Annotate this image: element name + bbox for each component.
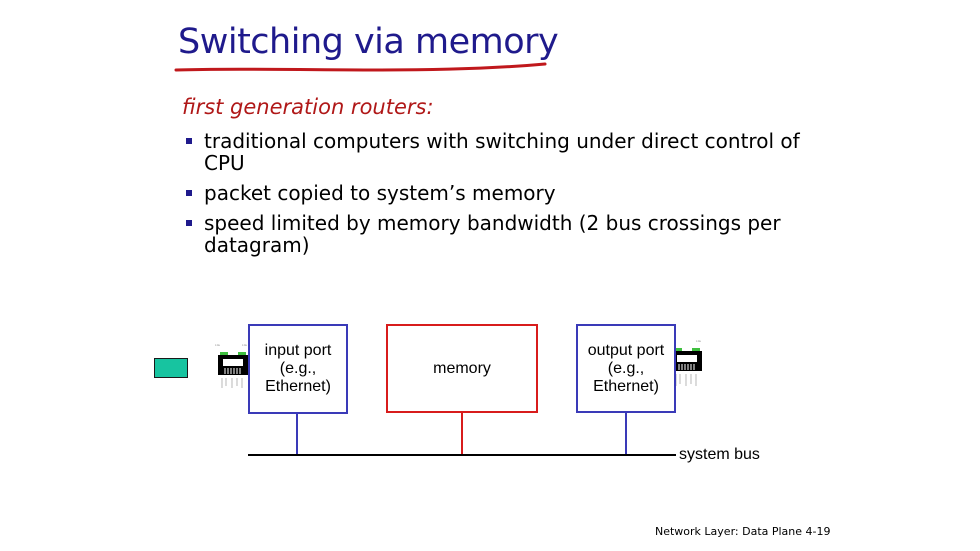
ethernet-jack-icon: r.rs r.rs (215, 343, 248, 388)
output-port-label: output port (e.g., Ethernet) (587, 341, 665, 395)
slide-footer: Network Layer: Data Plane 4-19 (655, 525, 831, 538)
bullet-square-icon (186, 220, 192, 226)
bullet-item: traditional computers with switching und… (186, 130, 806, 174)
bullet-text: speed limited by memory bandwidth (2 bus… (204, 211, 781, 257)
system-bus-label: system bus (679, 446, 760, 463)
memory-box: memory (386, 324, 538, 413)
output-port-box: output port (e.g., Ethernet) (576, 324, 676, 413)
svg-text:r.rs: r.rs (696, 339, 701, 343)
input-port-label: input port (e.g., Ethernet) (264, 342, 332, 395)
bullet-item: packet copied to system’s memory (186, 182, 806, 204)
ethernet-jack-icon: r.rs r.rs (669, 339, 702, 386)
bullet-item: speed limited by memory bandwidth (2 bus… (186, 212, 806, 256)
slide-subtitle: first generation routers: (182, 95, 434, 119)
bullet-list: traditional computers with switching und… (186, 130, 806, 264)
bullet-text: traditional computers with switching und… (204, 129, 800, 175)
slide-title: Switching via memory (178, 22, 559, 62)
packet-icon (154, 358, 188, 378)
memory-label: memory (433, 359, 491, 377)
svg-text:r.rs: r.rs (242, 343, 247, 347)
bullet-square-icon (186, 138, 192, 144)
bullet-square-icon (186, 190, 192, 196)
input-port-box: input port (e.g., Ethernet) (248, 324, 348, 414)
svg-text:r.rs: r.rs (215, 343, 220, 347)
bullet-text: packet copied to system’s memory (204, 181, 556, 205)
